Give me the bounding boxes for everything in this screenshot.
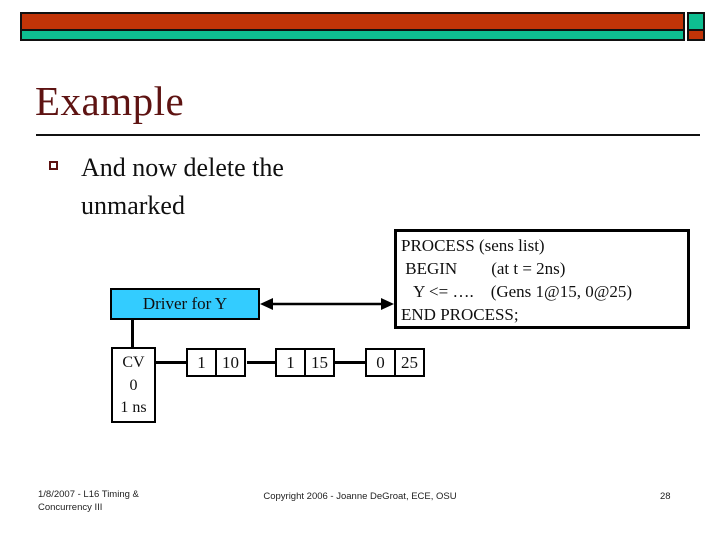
bidirectional-arrow-icon bbox=[260, 298, 394, 310]
node-value-cell: 0 bbox=[365, 348, 396, 377]
cv-to-node1-connector bbox=[156, 361, 186, 364]
node1-to-node2-connector bbox=[247, 361, 275, 364]
cv-box-line-3: 1 ns bbox=[120, 398, 147, 416]
process-box-line-3: Y <= …. (Gens 1@15, 0@25) bbox=[401, 282, 633, 301]
driver-box-label: Driver for Y bbox=[142, 294, 228, 313]
node-value-cell: 1 bbox=[186, 348, 217, 377]
list-node: 1 10 bbox=[186, 348, 246, 377]
list-node: 1 15 bbox=[275, 348, 335, 377]
driver-to-cv-connector bbox=[131, 320, 134, 348]
process-box: PROCESS (sens list) BEGIN (at t = 2ns) Y… bbox=[394, 229, 690, 329]
node-time-cell: 25 bbox=[394, 348, 425, 377]
footer-date-line1: 1/8/2007 - L16 Timing & bbox=[38, 489, 139, 500]
bullet-text: And now delete the unmarked bbox=[81, 153, 284, 220]
list-node: 0 25 bbox=[365, 348, 425, 377]
process-box-line-2: BEGIN (at t = 2ns) bbox=[401, 259, 566, 278]
footer-date-course: 1/8/2007 - L16 Timing & Concurrency III bbox=[38, 488, 139, 514]
cv-box-line-1: CV bbox=[122, 354, 145, 372]
footer-date-line2: Concurrency III bbox=[38, 502, 103, 513]
node-time-cell: 10 bbox=[215, 348, 246, 377]
process-box-line-4: END PROCESS; bbox=[401, 305, 519, 324]
process-box-line-1: PROCESS (sens list) bbox=[401, 236, 545, 255]
banner-red-square bbox=[687, 29, 705, 41]
node-time-cell: 15 bbox=[304, 348, 335, 377]
slide-title: Example bbox=[35, 78, 185, 124]
bullet-square-icon bbox=[49, 161, 58, 170]
cv-box-line-2: 0 bbox=[129, 376, 138, 394]
cv-box: CV 0 1 ns bbox=[111, 347, 156, 423]
node2-to-node3-connector bbox=[334, 361, 365, 364]
banner-teal-bar bbox=[20, 29, 685, 41]
footer-page-number: 28 bbox=[660, 491, 671, 502]
title-underline bbox=[36, 134, 700, 136]
driver-box: Driver for Y bbox=[110, 288, 260, 320]
footer-copyright: Copyright 2006 - Joanne DeGroat, ECE, OS… bbox=[263, 491, 457, 502]
node-value-cell: 1 bbox=[275, 348, 306, 377]
